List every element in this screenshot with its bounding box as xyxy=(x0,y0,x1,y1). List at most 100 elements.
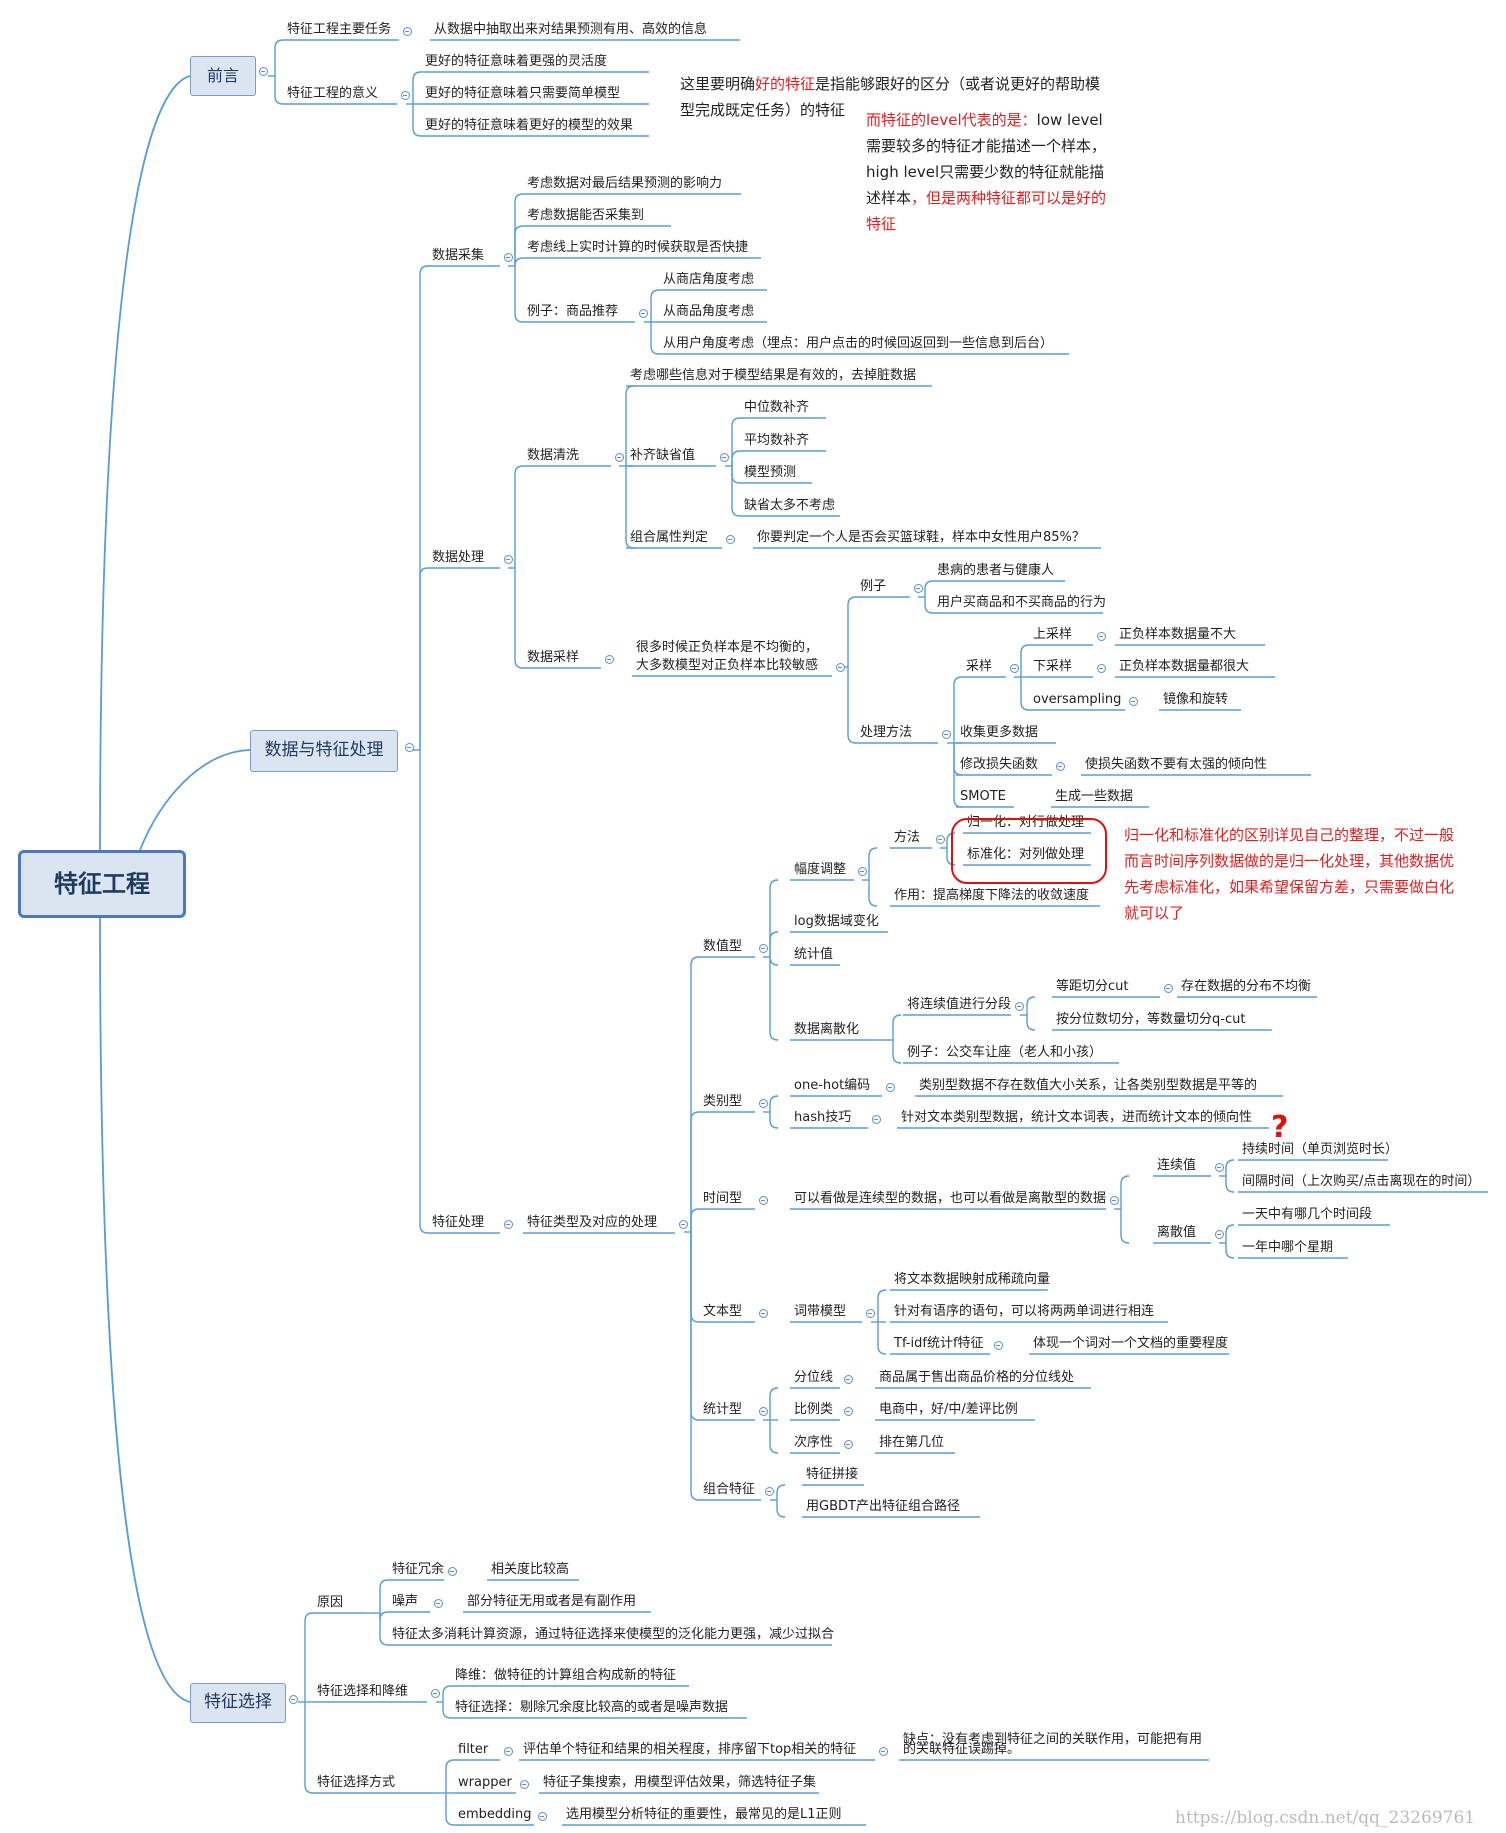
topic-node[interactable]: 标准化：对列做处理 xyxy=(967,847,1085,862)
collapse-toggle-icon[interactable] xyxy=(993,1340,1003,1350)
topic-node[interactable]: filter xyxy=(458,1742,489,1757)
topic-node[interactable]: 分位线 xyxy=(794,1370,834,1385)
collapse-toggle-icon[interactable] xyxy=(537,1811,547,1821)
filter-drawback-note[interactable]: 的关联特征误踢掉。 xyxy=(903,1742,1021,1757)
topic-node[interactable]: 考虑数据对最后结果预测的影响力 xyxy=(527,176,723,191)
topic-node[interactable]: 按分位数切分，等数量切分q-cut xyxy=(1056,1012,1246,1027)
collapse-toggle-icon[interactable] xyxy=(258,66,268,76)
topic-node[interactable]: 考虑哪些信息对于模型结果是有效的，去掉脏数据 xyxy=(630,368,917,383)
topic-node[interactable]: 特征选择和降维 xyxy=(317,1684,409,1699)
topic-node[interactable]: 修改损失函数 xyxy=(960,757,1039,772)
collapse-toggle-icon[interactable] xyxy=(857,866,867,876)
topic-node[interactable]: 收集更多数据 xyxy=(960,725,1039,740)
topic-node[interactable]: 一天中有哪几个时间段 xyxy=(1242,1207,1373,1222)
collapse-toggle-icon[interactable] xyxy=(941,729,951,739)
topic-node[interactable]: 特征太多消耗计算资源，通过特征选择来使模型的泛化能力更强，减少过拟合 xyxy=(392,1627,835,1642)
collapse-toggle-icon[interactable] xyxy=(758,943,768,953)
topic-node[interactable]: 平均数补齐 xyxy=(744,433,810,448)
topic-node[interactable]: 评估单个特征和结果的相关程度，排序留下top相关的特征 xyxy=(523,1742,857,1757)
topic-node[interactable]: 商品属于售出商品价格的分位线处 xyxy=(879,1370,1075,1385)
collapse-toggle-icon[interactable] xyxy=(758,1308,768,1318)
collapse-toggle-icon[interactable] xyxy=(865,1308,875,1318)
topic-node[interactable]: 部分特征无用或者是有副作用 xyxy=(467,1594,637,1609)
collapse-toggle-icon[interactable] xyxy=(843,1406,853,1416)
topic-node[interactable]: wrapper xyxy=(458,1775,512,1790)
topic-node[interactable]: 数据离散化 xyxy=(794,1022,860,1037)
collapse-toggle-icon[interactable] xyxy=(843,1439,853,1449)
topic-node[interactable]: 用户买商品和不买商品的行为 xyxy=(937,595,1107,610)
collapse-toggle-icon[interactable] xyxy=(404,742,414,752)
collapse-toggle-icon[interactable] xyxy=(1128,696,1138,706)
collapse-toggle-icon[interactable] xyxy=(758,1406,768,1416)
topic-node[interactable]: 组合属性判定 xyxy=(630,530,709,545)
collapse-toggle-icon[interactable] xyxy=(503,1219,513,1229)
topic-node[interactable]: 考虑数据能否采集到 xyxy=(527,208,645,223)
collapse-toggle-icon[interactable] xyxy=(678,1219,688,1229)
topic-node[interactable]: 连续值 xyxy=(1157,1158,1197,1173)
topic-node[interactable]: SMOTE xyxy=(960,789,1006,804)
collapse-toggle-icon[interactable] xyxy=(447,1566,457,1576)
topic-node[interactable]: 特征工程主要任务 xyxy=(287,22,392,37)
topic-node[interactable]: 下采样 xyxy=(1033,659,1073,674)
topic-node[interactable]: 将连续值进行分段 xyxy=(907,997,1012,1012)
topic-node[interactable]: 中位数补齐 xyxy=(744,400,810,415)
collapse-toggle-icon[interactable] xyxy=(1109,1195,1119,1205)
topic-node[interactable]: 数据清洗 xyxy=(527,448,580,463)
topic-node[interactable]: 特征冗余 xyxy=(392,1562,445,1577)
topic-node[interactable]: 排在第几位 xyxy=(879,1435,945,1450)
topic-node[interactable]: 例子：公交车让座（老人和小孩） xyxy=(907,1045,1103,1060)
topic-node[interactable]: 针对有语序的语句，可以将两两单词进行相连 xyxy=(894,1304,1155,1319)
collapse-toggle-icon[interactable] xyxy=(878,1746,888,1756)
collapse-toggle-icon[interactable] xyxy=(519,1779,529,1789)
topic-node[interactable]: 采样 xyxy=(966,659,993,674)
topic-node[interactable]: 处理方法 xyxy=(860,725,913,740)
collapse-toggle-icon[interactable] xyxy=(400,90,410,100)
topic-node[interactable]: 特征选择：剔除冗余度比较高的或者是噪声数据 xyxy=(455,1700,729,1715)
collapse-toggle-icon[interactable] xyxy=(758,1098,768,1108)
topic-node[interactable]: 特征子集搜索，用模型评估效果，筛选特征子集 xyxy=(543,1775,817,1790)
topic-node[interactable]: 噪声 xyxy=(392,1594,419,1609)
topic-node[interactable]: 将文本数据映射成稀疏向量 xyxy=(894,1272,1051,1287)
collapse-toggle-icon[interactable] xyxy=(604,654,614,664)
topic-node[interactable]: 体现一个词对一个文档的重要程度 xyxy=(1033,1336,1229,1351)
sampling-description[interactable]: 很多时候正负样本是不均衡的， xyxy=(636,640,819,655)
topic-node[interactable]: 时间型 xyxy=(703,1191,743,1206)
topic-node[interactable]: 你要判定一个人是否会买篮球鞋，样本中女性用户85%？ xyxy=(757,530,1085,545)
topic-node[interactable]: 类别型数据不存在数值大小关系，让各类别型数据是平等的 xyxy=(919,1078,1258,1093)
sampling-description[interactable]: 大多数模型对正负样本比较敏感 xyxy=(636,658,819,673)
collapse-toggle-icon[interactable] xyxy=(843,1374,853,1384)
collapse-toggle-icon[interactable] xyxy=(1014,1001,1024,1011)
topic-node[interactable]: 数据采样 xyxy=(527,650,580,665)
topic-node[interactable]: 持续时间（单页浏览时长） xyxy=(1242,1142,1399,1157)
collapse-toggle-icon[interactable] xyxy=(503,252,513,262)
topic-node[interactable]: 选用模型分析特征的重要性，最常见的是L1正则 xyxy=(566,1807,842,1822)
filter-drawback-note[interactable]: 缺点：没有考虑到特征之间的关联作用，可能把有用 xyxy=(903,1732,1203,1747)
topic-node[interactable]: log数据域变化 xyxy=(794,914,879,929)
topic-node[interactable]: 特征工程的意义 xyxy=(287,86,379,101)
topic-node[interactable]: 文本型 xyxy=(703,1304,743,1319)
topic-node[interactable]: 考虑线上实时计算的时候获取是否快捷 xyxy=(527,240,749,255)
topic-node[interactable]: 数据采集 xyxy=(432,248,485,263)
topic-node[interactable]: 统计型 xyxy=(703,1402,743,1417)
collapse-toggle-icon[interactable] xyxy=(764,1486,774,1496)
topic-node[interactable]: 存在数据的分布不均衡 xyxy=(1181,979,1312,994)
topic-node[interactable]: 更好的特征意味着只需要简单模型 xyxy=(425,86,621,101)
collapse-toggle-icon[interactable] xyxy=(638,308,648,318)
collapse-toggle-icon[interactable] xyxy=(1009,663,1019,673)
topic-node[interactable]: one-hot编码 xyxy=(794,1078,871,1093)
collapse-toggle-icon[interactable] xyxy=(725,534,735,544)
topic-node[interactable]: 离散值 xyxy=(1157,1225,1197,1240)
collapse-toggle-icon[interactable] xyxy=(835,662,845,672)
topic-node[interactable]: 患病的患者与健康人 xyxy=(937,563,1055,578)
topic-node[interactable]: 使损失函数不要有太强的倾向性 xyxy=(1085,757,1268,772)
collapse-toggle-icon[interactable] xyxy=(503,1746,513,1756)
topic-node[interactable]: 组合特征 xyxy=(703,1482,756,1497)
collapse-toggle-icon[interactable] xyxy=(885,1082,895,1092)
topic-node[interactable]: 方法 xyxy=(894,830,921,845)
topic-node[interactable]: 从商品角度考虑 xyxy=(663,304,755,319)
collapse-toggle-icon[interactable] xyxy=(758,1195,768,1205)
topic-node[interactable]: hash技巧 xyxy=(794,1110,852,1125)
topic-node[interactable]: 正负样本数据量不大 xyxy=(1119,627,1237,642)
topic-node[interactable]: 特征拼接 xyxy=(806,1467,859,1482)
collapse-toggle-icon[interactable] xyxy=(503,554,513,564)
